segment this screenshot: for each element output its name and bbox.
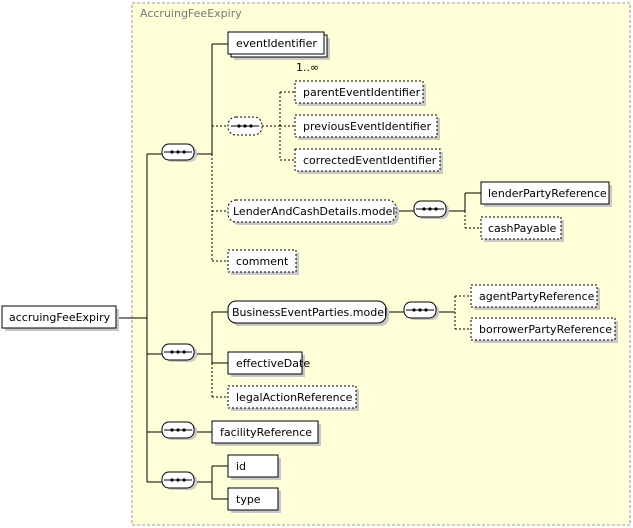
choice-compositor bbox=[227, 116, 263, 136]
element-comment[interactable]: comment bbox=[227, 249, 299, 275]
element-parent-event-identifier[interactable]: parentEventIdentifier bbox=[294, 80, 426, 106]
element-id[interactable]: id bbox=[227, 454, 281, 480]
element-facility-reference[interactable]: facilityReference bbox=[211, 420, 321, 446]
svg-text:cashPayable: cashPayable bbox=[488, 222, 557, 235]
sequence-compositor-lender bbox=[413, 200, 449, 219]
element-cash-payable[interactable]: cashPayable bbox=[480, 216, 564, 242]
svg-text:agentPartyReference: agentPartyReference bbox=[479, 290, 595, 303]
svg-text:borrowerPartyReference: borrowerPartyReference bbox=[479, 323, 612, 336]
cardinality-label: 1..∞ bbox=[296, 61, 319, 74]
connectors bbox=[117, 43, 481, 500]
svg-text:legalActionReference: legalActionReference bbox=[236, 391, 353, 404]
element-type[interactable]: type bbox=[227, 487, 281, 513]
svg-text:previousEventIdentifier: previousEventIdentifier bbox=[303, 120, 432, 133]
svg-text:BusinessEventParties.model: BusinessEventParties.model bbox=[232, 306, 387, 319]
element-effective-date[interactable]: effectiveDate bbox=[227, 351, 310, 377]
element-lender-party-reference[interactable]: lenderPartyReference bbox=[480, 181, 612, 207]
svg-text:type: type bbox=[236, 493, 261, 506]
sequence-compositor-4 bbox=[161, 471, 197, 490]
element-agent-party-reference[interactable]: agentPartyReference bbox=[470, 284, 600, 310]
sequence-compositor-parties bbox=[403, 301, 439, 320]
svg-text:parentEventIdentifier: parentEventIdentifier bbox=[303, 86, 421, 99]
sequence-compositor-2 bbox=[161, 343, 197, 362]
element-legal-action-reference[interactable]: legalActionReference bbox=[227, 385, 359, 411]
root-element[interactable]: accruingFeeExpiry bbox=[1, 305, 119, 331]
svg-text:effectiveDate: effectiveDate bbox=[236, 357, 310, 370]
element-event-identifier[interactable]: eventIdentifier bbox=[227, 31, 330, 60]
group-title: AccruingFeeExpiry bbox=[140, 7, 242, 20]
group-business-event-parties[interactable]: BusinessEventParties.model bbox=[227, 300, 389, 326]
svg-text:LenderAndCashDetails.model: LenderAndCashDetails.model bbox=[233, 205, 395, 218]
element-corrected-event-identifier[interactable]: correctedEventIdentifier bbox=[294, 148, 443, 174]
element-previous-event-identifier[interactable]: previousEventIdentifier bbox=[294, 114, 440, 140]
svg-text:eventIdentifier: eventIdentifier bbox=[236, 37, 317, 50]
svg-text:facilityReference: facilityReference bbox=[220, 426, 312, 439]
sequence-compositor-1 bbox=[161, 143, 197, 162]
svg-text:lenderPartyReference: lenderPartyReference bbox=[488, 187, 607, 200]
svg-text:accruingFeeExpiry: accruingFeeExpiry bbox=[9, 311, 111, 324]
element-borrower-party-reference[interactable]: borrowerPartyReference bbox=[470, 317, 618, 343]
svg-text:comment: comment bbox=[236, 255, 289, 268]
group-lender-and-cash-details[interactable]: LenderAndCashDetails.model bbox=[227, 199, 399, 225]
svg-text:id: id bbox=[236, 460, 246, 473]
sequence-compositor-3 bbox=[161, 421, 197, 440]
svg-text:correctedEventIdentifier: correctedEventIdentifier bbox=[303, 154, 437, 167]
